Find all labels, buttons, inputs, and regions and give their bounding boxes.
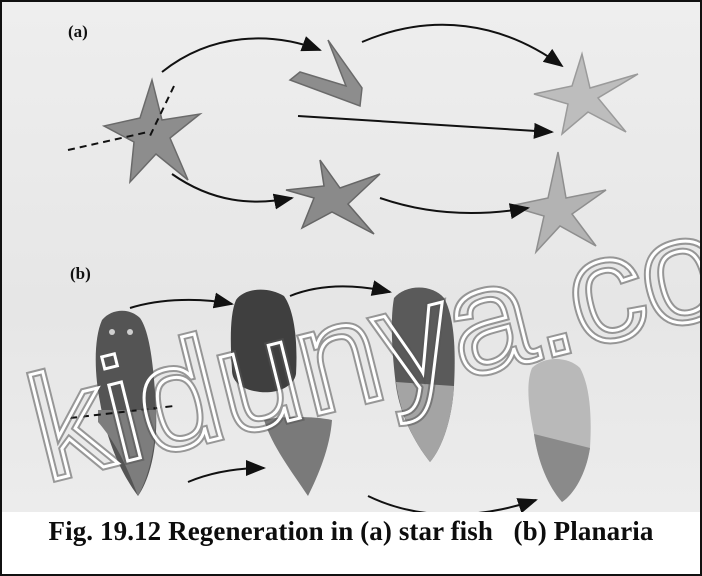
illustration-svg [2, 2, 700, 512]
figure-caption: Fig. 19.12 Regeneration in (a) star fish… [2, 516, 700, 547]
panel-a-label: (a) [68, 22, 88, 42]
planaria-tail-fragment [264, 417, 332, 496]
planaria-head-fragment [231, 290, 297, 393]
planaria-regenerated-from-tail [528, 359, 590, 502]
starfish-regenerated-from-body [510, 152, 606, 252]
planaria-original [96, 311, 157, 496]
planaria-regenerated-from-head [392, 288, 455, 463]
regeneration-illustration: (a) (b) kidunya.co kidunya.co [2, 2, 700, 512]
starfish-regenerated-from-arm [534, 54, 638, 134]
starfish-body-fragment [286, 160, 380, 234]
starfish-arm-fragment [290, 40, 362, 106]
panel-b-label: (b) [70, 264, 91, 284]
planaria-arrows [130, 286, 536, 512]
